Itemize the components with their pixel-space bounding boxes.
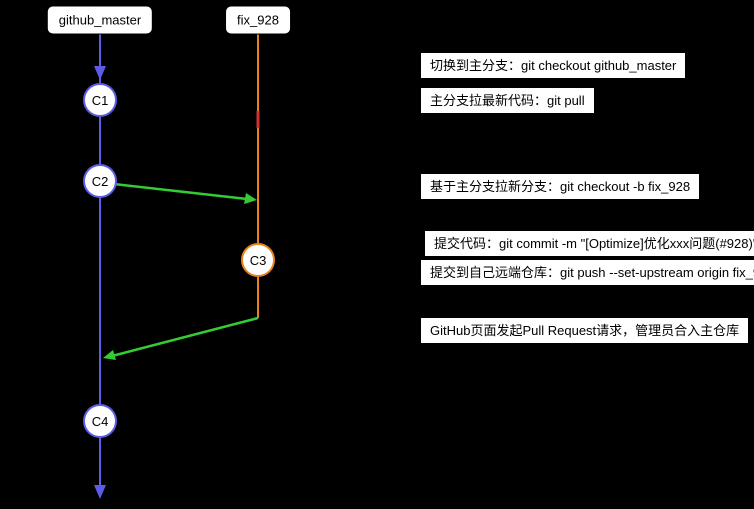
commit-node-c4: C4 — [83, 404, 117, 438]
commit-node-c1: C1 — [83, 83, 117, 117]
annotation-create-branch: 基于主分支拉新分支：git checkout -b fix_928 — [420, 173, 701, 200]
annotation-checkout-master: 切换到主分支：git checkout github_master — [420, 52, 687, 79]
annotation-git-pull: 主分支拉最新代码：git pull — [420, 87, 595, 114]
branch-off-arrowhead — [244, 193, 257, 204]
commit-node-c2: C2 — [83, 164, 117, 198]
commit-node-c3: C3 — [241, 243, 275, 277]
annotation-pull-request: GitHub页面发起Pull Request请求，管理员合入主仓库 — [420, 317, 750, 344]
annotation-git-commit: 提交代码：git commit -m "[Optimize]优化xxx问题(#9… — [424, 230, 754, 257]
branch-label-github-master: github_master — [46, 5, 154, 35]
annotation-git-push: 提交到自己远端仓库：git push --set-upstream origin… — [420, 259, 754, 286]
merge-arrowhead — [103, 350, 116, 360]
branch-label-fix-928: fix_928 — [225, 5, 291, 35]
master-branch-arrowhead-bottom — [94, 485, 106, 499]
branch-off-arrow-line — [113, 182, 248, 201]
master-branch-arrowhead-top — [94, 66, 106, 80]
merge-arrow-line — [111, 316, 259, 358]
